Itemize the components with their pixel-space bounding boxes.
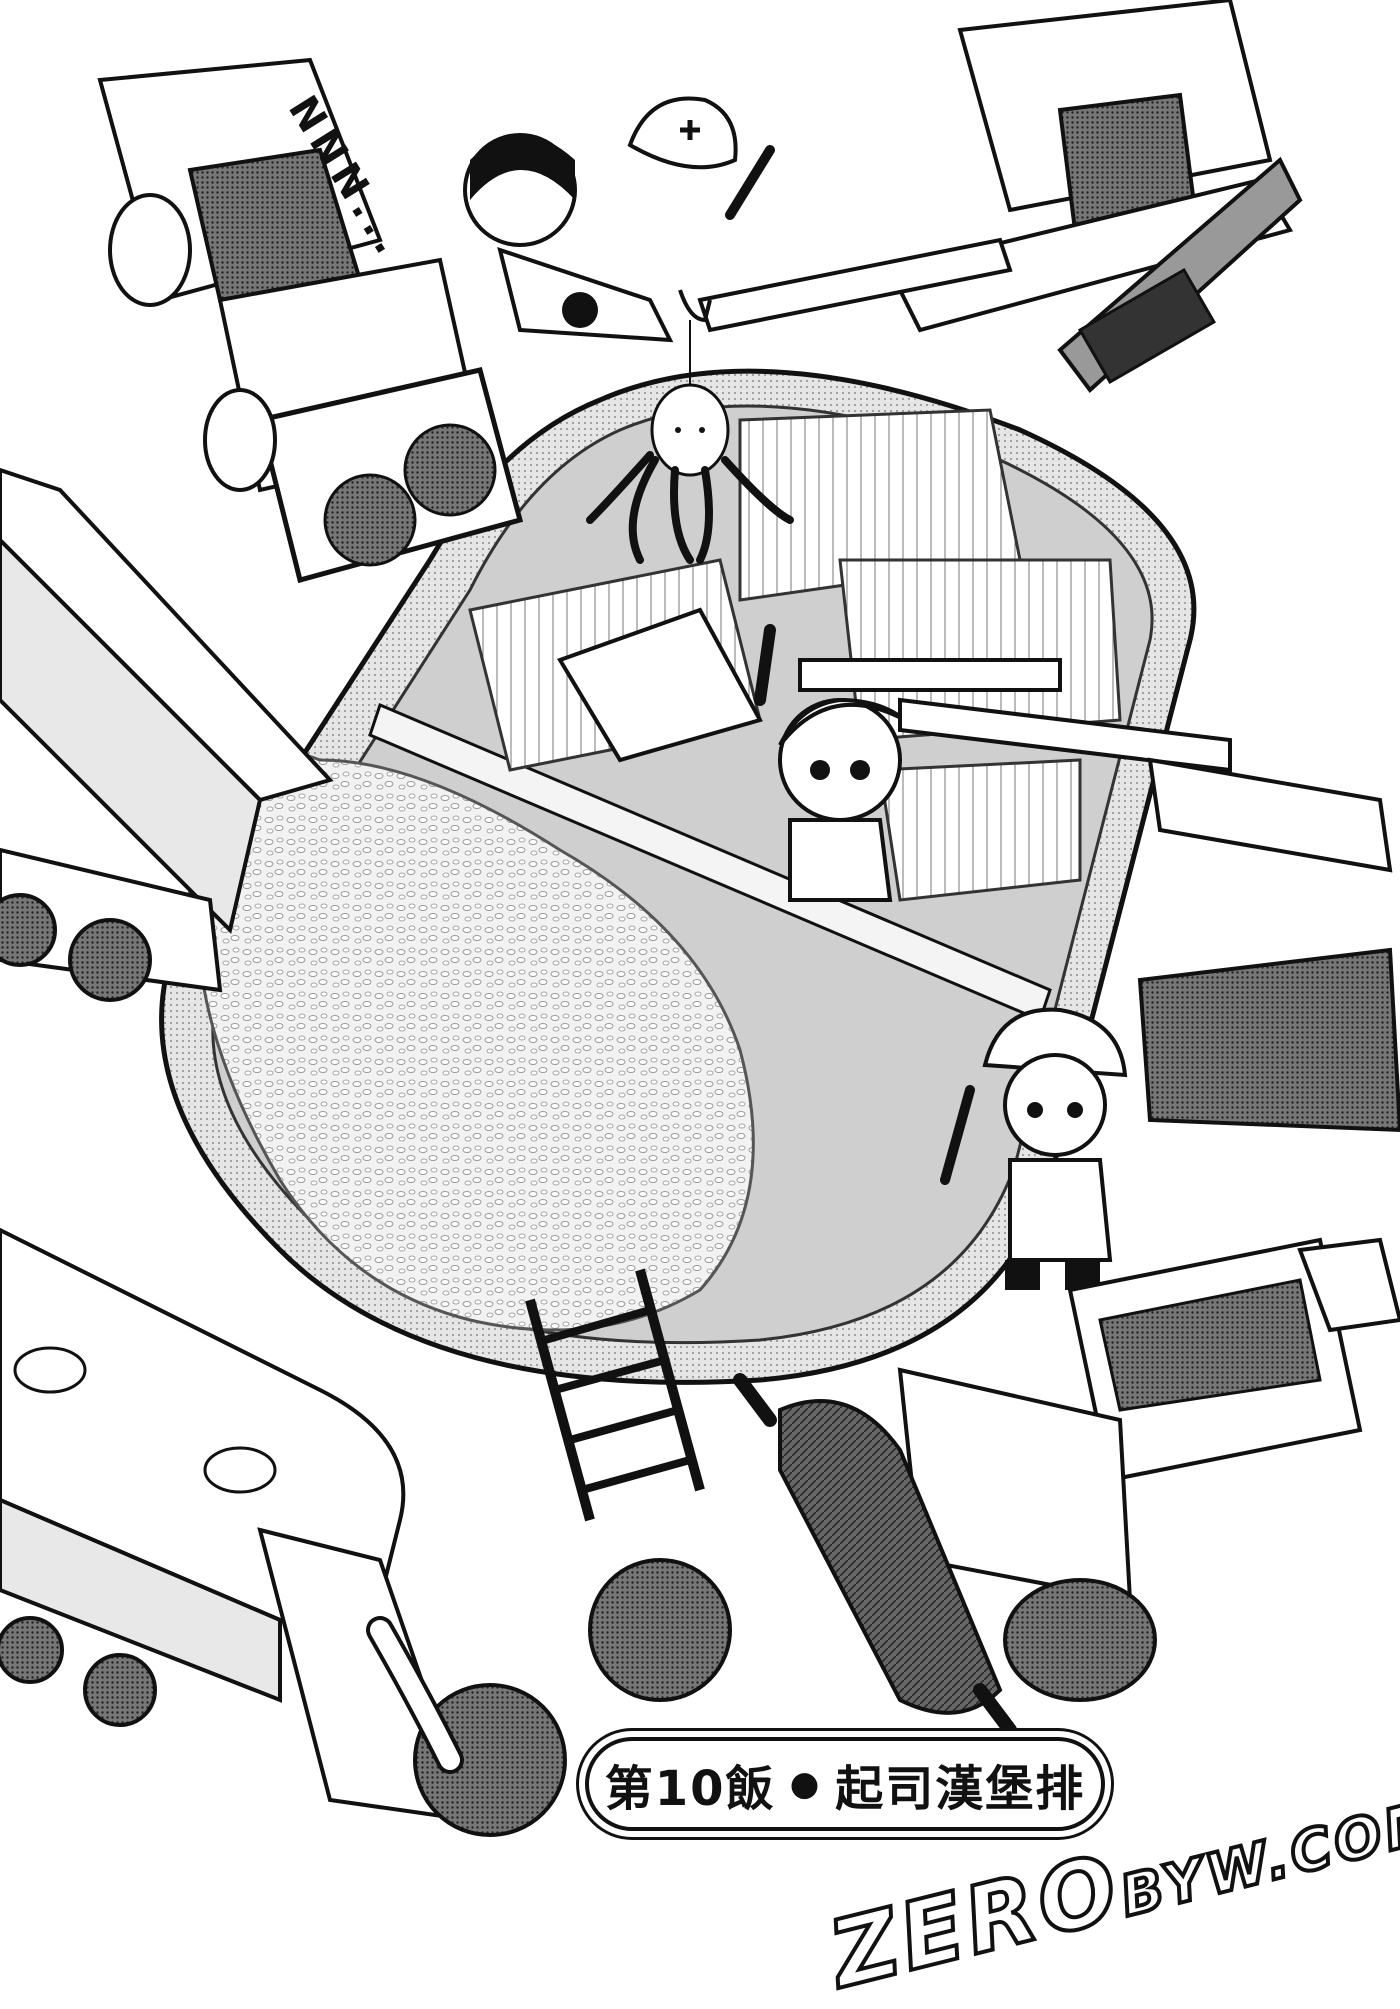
chapter-title-banner: 第10飯 ● 起司漢堡排: [585, 1737, 1105, 1831]
chapter-dish-name: 起司漢堡排: [835, 1761, 1086, 1817]
rice-mound: [185, 747, 755, 1332]
snowplow-truck-top-left: [97, 57, 524, 584]
sleeping-girl: [463, 133, 674, 343]
ladder: [525, 1268, 705, 1522]
asparagus-meat-roll: [733, 1373, 1017, 1737]
octopus-sausage: [586, 320, 794, 564]
excavator-arm-right: [557, 607, 1400, 1133]
worker-girl-center: [754, 624, 907, 902]
title-separator: ●: [789, 1764, 822, 1804]
broccoli: [366, 1558, 732, 1837]
worker-girl-right: [940, 1007, 1128, 1290]
helmet-and-baton: [627, 96, 775, 220]
chapter-number: 第10飯: [604, 1761, 776, 1817]
grader-truck-bottom-right: [897, 1237, 1400, 1702]
dump-truck-left: [0, 467, 334, 1002]
excavator-top-right: [678, 0, 1303, 393]
